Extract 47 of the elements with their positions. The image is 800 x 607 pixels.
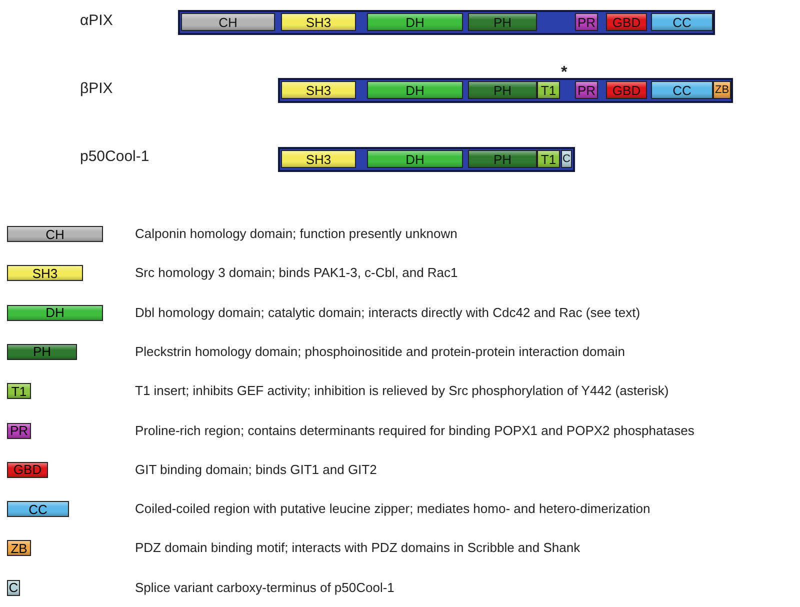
- protein-bar: [278, 147, 575, 172]
- protein-name: βPIX: [80, 80, 113, 97]
- domain-box: PR: [575, 13, 598, 31]
- domain-box: SH3: [281, 13, 356, 31]
- domain-box: CC: [651, 81, 713, 99]
- legend-swatch: SH3: [7, 265, 83, 282]
- legend-swatch: CH: [7, 226, 103, 242]
- legend-swatch: T1: [7, 383, 31, 400]
- domain-box: ZB: [713, 81, 731, 99]
- legend-swatch: GBD: [7, 462, 48, 478]
- legend-swatch: DH: [7, 304, 103, 321]
- legend-text: Coiled-coiled region with putative leucine zipper; mediates homo- and hetero-dimerization: [135, 501, 650, 516]
- domain-box: GBD: [606, 13, 647, 31]
- domain-box: T1: [537, 150, 560, 168]
- domain-box: CH: [181, 13, 275, 31]
- domain-box: C: [561, 150, 572, 168]
- legend-text: Calponin homology domain; function presently unknown: [135, 226, 458, 241]
- legend-text: Src homology 3 domain; binds PAK1-3, c-Cbl, and Rac1: [135, 265, 458, 280]
- domain-box: SH3: [281, 150, 356, 168]
- domain-box: PH: [468, 13, 537, 31]
- legend-swatch: ZB: [7, 540, 31, 556]
- legend-swatch: C: [7, 580, 20, 596]
- domain-box: PR: [575, 81, 598, 99]
- legend-swatch: PH: [7, 344, 77, 360]
- protein-name: p50Cool-1: [80, 148, 150, 165]
- domain-box: CC: [651, 13, 713, 31]
- protein-bar: [278, 78, 733, 103]
- legend-swatch: PR: [7, 422, 31, 438]
- domain-box: GBD: [606, 81, 647, 99]
- domain-box: T1: [537, 81, 560, 99]
- protein-name: αPIX: [80, 12, 113, 29]
- domain-box: PH: [468, 150, 537, 168]
- domain-box: PH: [468, 81, 537, 99]
- legend-text: Pleckstrin homology domain; phosphoinositide and protein-protein interaction domain: [135, 344, 625, 359]
- asterisk: *: [561, 64, 568, 82]
- legend-text: PDZ domain binding motif; interacts with PDZ domains in Scribble and Shank: [135, 540, 580, 556]
- legend-text: T1 insert; inhibits GEF activity; inhibition is relieved by Src phosphorylation of Y442 (asterisk): [135, 383, 669, 398]
- domain-box: DH: [367, 13, 463, 31]
- legend-text: Dbl homology domain; catalytic domain; interacts directly with Cdc42 and Rac (see text): [135, 304, 640, 320]
- legend-text: GIT binding domain; binds GIT1 and GIT2: [135, 462, 377, 477]
- domain-box: DH: [367, 150, 463, 168]
- protein-bar: [178, 10, 715, 35]
- domain-box: SH3: [281, 81, 356, 99]
- domain-box: DH: [367, 81, 463, 99]
- legend-swatch: CC: [7, 501, 69, 518]
- legend-text: Proline-rich region; contains determinants required for binding POPX1 and POPX2 phosphatases: [135, 422, 694, 438]
- legend-text: Splice variant carboxy-terminus of p50Cool-1: [135, 580, 394, 595]
